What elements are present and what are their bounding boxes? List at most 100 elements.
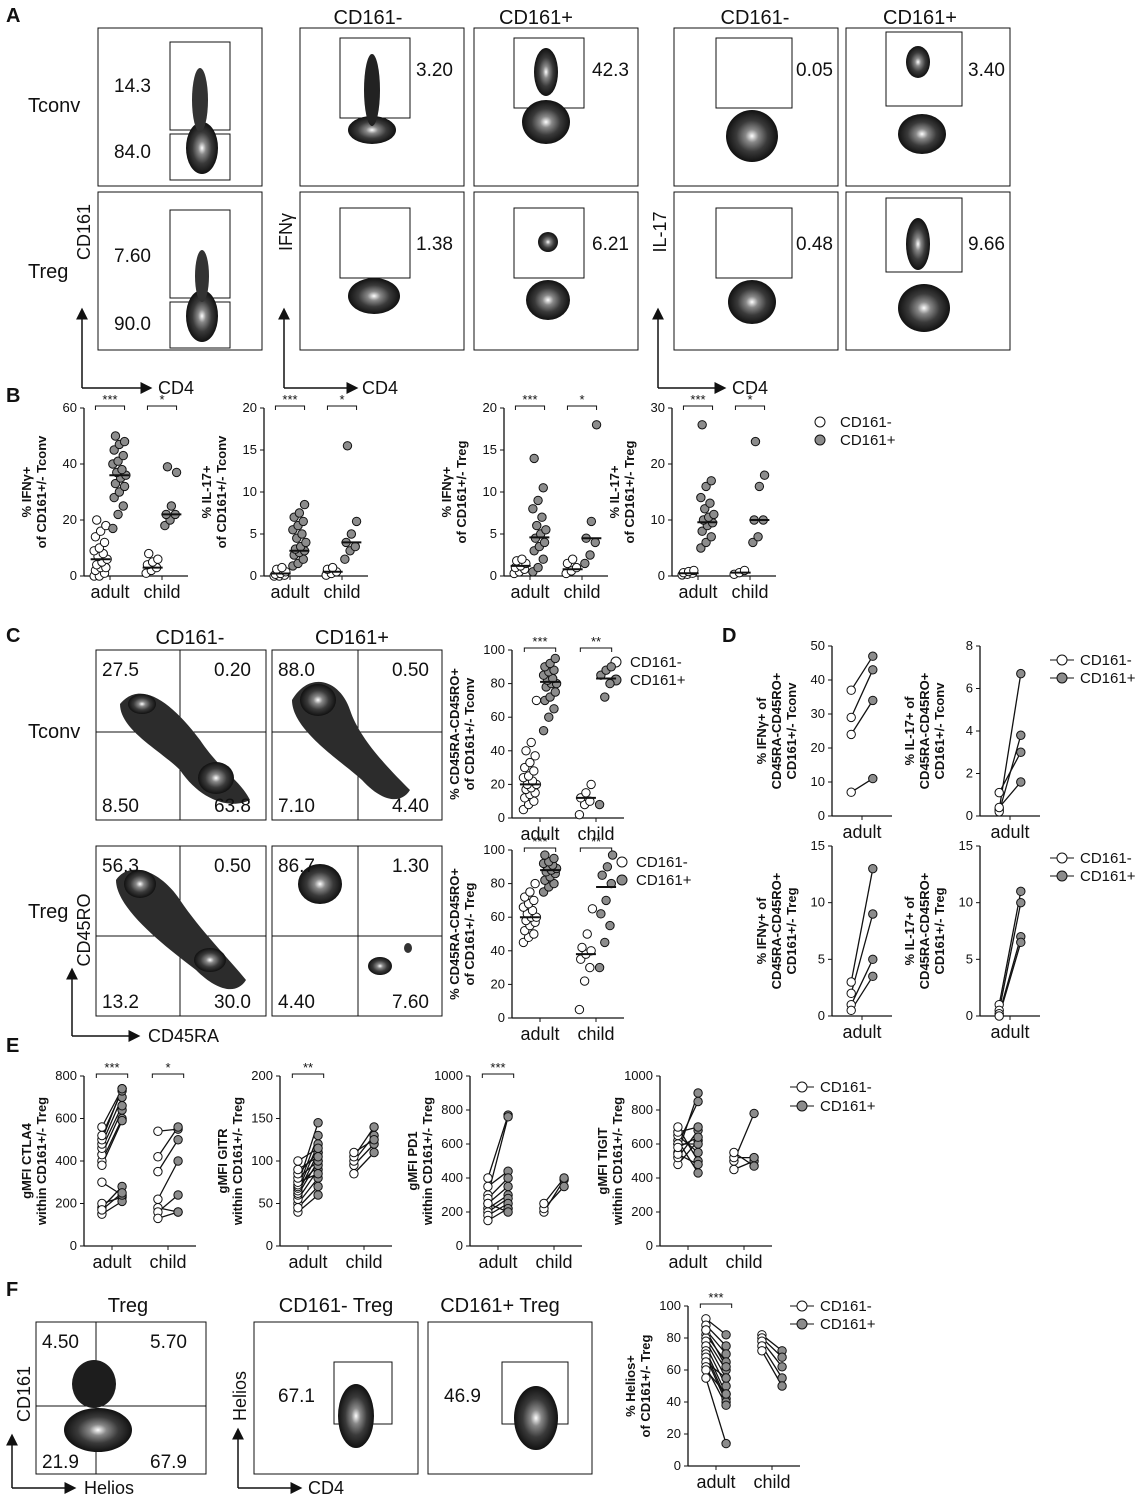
y-axis-label-line: CD45RA-CD45RO+ xyxy=(917,672,932,789)
paired-line xyxy=(998,781,1022,808)
data-point xyxy=(721,1381,731,1391)
y-tick-label: 600 xyxy=(55,1111,77,1126)
c-density-blob xyxy=(404,943,412,953)
f-xlabel-helios: Helios xyxy=(84,1478,134,1498)
data-point xyxy=(577,942,587,953)
data-point xyxy=(721,1400,731,1410)
data-point xyxy=(721,1389,731,1399)
data-point xyxy=(92,515,102,525)
data-point xyxy=(697,420,707,430)
f-quad-value: 4.50 xyxy=(42,1332,79,1353)
a-plot-treg-cd4 xyxy=(97,191,263,351)
x-category-label: adult xyxy=(288,1252,327,1272)
paired-line xyxy=(487,1114,509,1179)
data-point xyxy=(596,909,606,919)
c-density-blob xyxy=(194,948,226,972)
y-tick-label: 100 xyxy=(251,1153,273,1168)
a-row-label-treg: Treg xyxy=(28,261,68,283)
y-tick-label: 0 xyxy=(490,568,497,583)
c-row-label-treg: Treg xyxy=(28,901,68,923)
y-tick-label: 5 xyxy=(250,526,257,541)
legend-label: CD161+ xyxy=(840,432,896,449)
data-point xyxy=(846,977,856,987)
y-axis-label: % Helios+of CD161+/- Treg xyxy=(623,1334,653,1437)
data-point xyxy=(759,470,770,480)
y-axis-label-line: % CD45RA-CD45RO+ xyxy=(447,868,462,1000)
data-point xyxy=(994,802,1004,813)
paired-line xyxy=(998,902,1022,1011)
data-point xyxy=(693,1096,703,1107)
significance-stars: * xyxy=(747,392,752,407)
data-point xyxy=(118,501,128,511)
a-density-blob xyxy=(348,278,400,314)
y-tick-label: 40 xyxy=(63,456,77,471)
data-point xyxy=(544,712,554,722)
x-category-label: child xyxy=(323,582,360,602)
y-tick-label: 0 xyxy=(818,808,825,823)
y-tick-label: 5 xyxy=(966,951,973,966)
y-tick-label: 200 xyxy=(441,1204,463,1219)
y-tick-label: 20 xyxy=(243,400,257,415)
y-tick-label: 100 xyxy=(659,1298,681,1313)
data-point xyxy=(173,1122,183,1132)
data-point xyxy=(749,1108,759,1119)
data-point xyxy=(693,1147,703,1158)
data-point xyxy=(298,516,308,527)
a-density-tail xyxy=(364,54,380,126)
y-tick-label: 8 xyxy=(966,638,973,653)
a-xlabel-cd4: CD4 xyxy=(158,378,194,398)
a-gate-value: 1.38 xyxy=(416,234,453,255)
data-point xyxy=(153,1152,163,1162)
data-point xyxy=(868,695,878,706)
paired-line xyxy=(487,1116,509,1196)
y-tick-label: 50 xyxy=(811,638,825,653)
data-point xyxy=(346,529,357,539)
a-plot-il17 xyxy=(673,191,839,351)
c-col-label-2: CD161+ xyxy=(315,627,389,649)
panel-letter-c: C xyxy=(6,625,20,647)
legend-label: CD161+ xyxy=(1080,868,1136,885)
data-point xyxy=(340,554,350,564)
data-point xyxy=(483,1173,493,1183)
c-density-blob xyxy=(298,864,342,904)
data-point xyxy=(673,1142,683,1153)
y-tick-label: 0 xyxy=(456,1238,463,1253)
y-tick-label: 80 xyxy=(491,876,505,891)
paired-line xyxy=(998,751,1022,793)
f-density-blob xyxy=(338,1384,374,1448)
a-gate xyxy=(885,197,963,273)
data-point xyxy=(153,1126,163,1136)
data-point xyxy=(171,467,182,478)
c-quad-value: 0.50 xyxy=(392,660,429,681)
x-category-label: child xyxy=(753,1472,790,1492)
x-category-label: adult xyxy=(90,582,129,602)
data-point xyxy=(294,508,305,518)
a-gate-value: 0.48 xyxy=(796,234,833,255)
y-axis-label: gMFI GITRwithin CD161+/- Treg xyxy=(215,1097,245,1226)
data-point xyxy=(529,929,539,939)
x-category-label: child xyxy=(577,824,614,844)
data-point xyxy=(532,520,542,531)
c-plot-tconv-neg xyxy=(95,649,267,821)
data-point xyxy=(537,512,547,522)
data-point xyxy=(483,1181,493,1192)
a-gate xyxy=(715,37,793,109)
y-tick-label: 6 xyxy=(966,681,973,696)
y-tick-label: 20 xyxy=(811,740,825,755)
data-point xyxy=(1016,668,1026,679)
x-category-label: adult xyxy=(990,822,1029,842)
legend-label: CD161+ xyxy=(630,672,686,689)
y-axis-label-line: % IFNγ+ of xyxy=(754,897,769,964)
y-tick-label: 100 xyxy=(483,842,505,857)
a-density-blob xyxy=(526,280,570,320)
y-axis-label: % IFNγ+of CD161+/- Treg xyxy=(439,440,469,543)
paired-line xyxy=(850,959,874,1005)
data-point xyxy=(301,537,311,548)
data-point xyxy=(777,1352,787,1362)
